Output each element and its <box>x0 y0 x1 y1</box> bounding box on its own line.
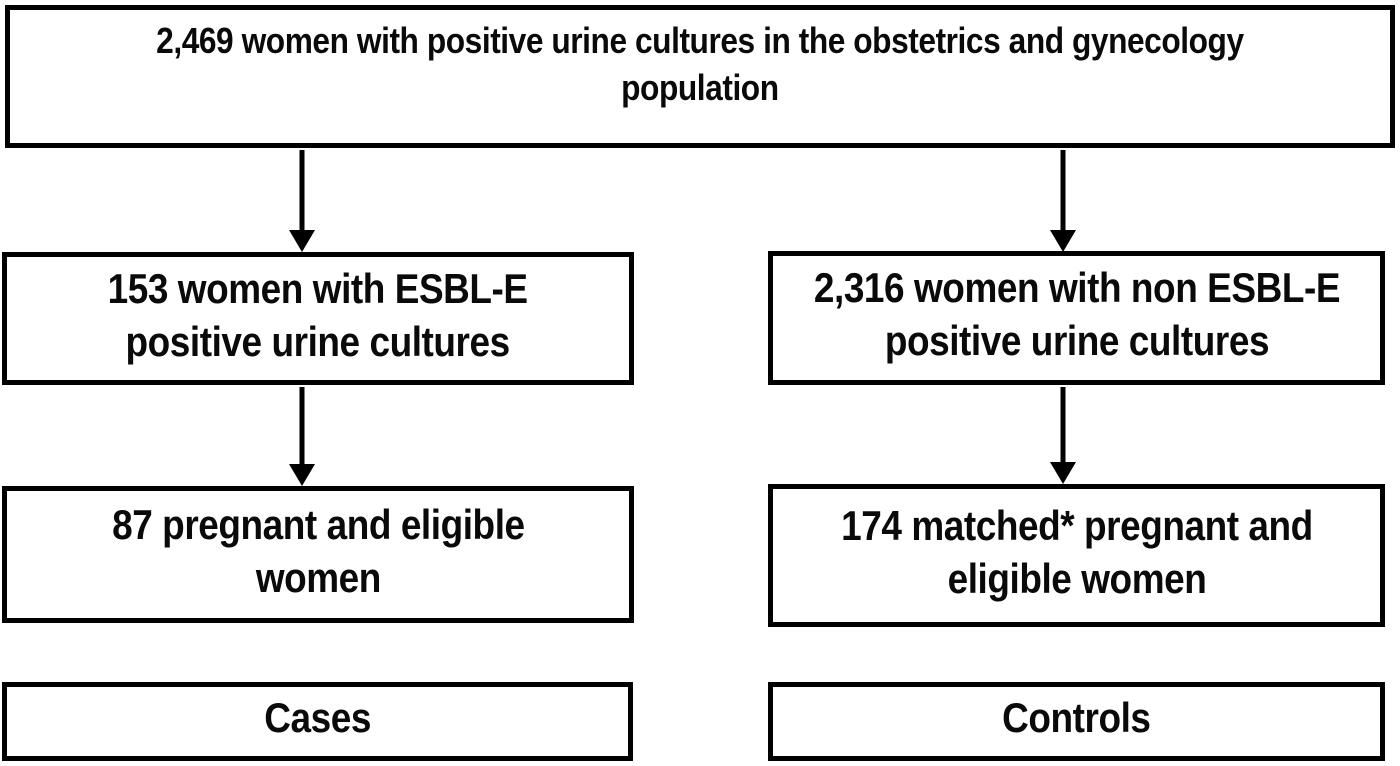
arrow-top-to-esbl <box>289 150 315 252</box>
text-line: 153 women with ESBL-E <box>107 264 528 312</box>
box-cases-eligible-text: 87 pregnant and eligible women <box>112 498 525 604</box>
text-line: 2,469 women with positive urine cultures… <box>156 19 1244 61</box>
box-controls-label: Controls <box>768 682 1385 761</box>
box-esbl-positive-text: 153 women with ESBL-E positive urine cul… <box>108 262 528 368</box>
text-line: positive urine cultures <box>884 317 1269 364</box>
text-line: 87 pregnant and eligible <box>111 500 525 548</box>
box-controls-label-text: Controls <box>1002 694 1151 742</box>
text-line: 174 matched* pregnant and <box>840 501 1313 549</box>
arrow-shaft <box>1060 150 1066 230</box>
arrow-shaft <box>299 387 305 464</box>
text-line: Controls <box>1002 694 1151 742</box>
text-line: eligible women <box>947 554 1206 602</box>
box-cases-eligible: 87 pregnant and eligible women <box>2 486 634 623</box>
box-cases-label-text: Cases <box>264 695 371 741</box>
box-cases-label: Cases <box>2 682 633 761</box>
box-total-population-text: 2,469 women with positive urine cultures… <box>156 17 1244 111</box>
arrow-head-icon <box>1050 230 1076 252</box>
box-esbl-positive: 153 women with ESBL-E positive urine cul… <box>2 252 634 385</box>
box-controls-eligible: 174 matched* pregnant and eligible women <box>768 484 1385 627</box>
arrow-head-icon <box>289 464 315 486</box>
arrow-shaft <box>1060 387 1066 462</box>
arrow-shaft <box>299 150 305 230</box>
text-line: 2,316 women with non ESBL-E <box>813 264 1340 311</box>
arrow-top-to-non-esbl <box>1050 150 1076 252</box>
text-line: women <box>255 553 381 601</box>
text-line: positive urine cultures <box>125 317 511 365</box>
box-non-esbl-positive: 2,316 women with non ESBL-E positive uri… <box>768 251 1385 385</box>
box-controls-eligible-text: 174 matched* pregnant and eligible women <box>841 499 1313 605</box>
arrow-non-esbl-to-eligible <box>1050 387 1076 484</box>
text-line: population <box>621 66 779 108</box>
arrow-head-icon <box>289 230 315 252</box>
arrow-head-icon <box>1050 462 1076 484</box>
arrow-esbl-to-eligible <box>289 387 315 486</box>
box-total-population: 2,469 women with positive urine cultures… <box>5 5 1395 148</box>
text-line: Cases <box>264 694 371 742</box>
box-non-esbl-positive-text: 2,316 women with non ESBL-E positive uri… <box>813 261 1340 367</box>
